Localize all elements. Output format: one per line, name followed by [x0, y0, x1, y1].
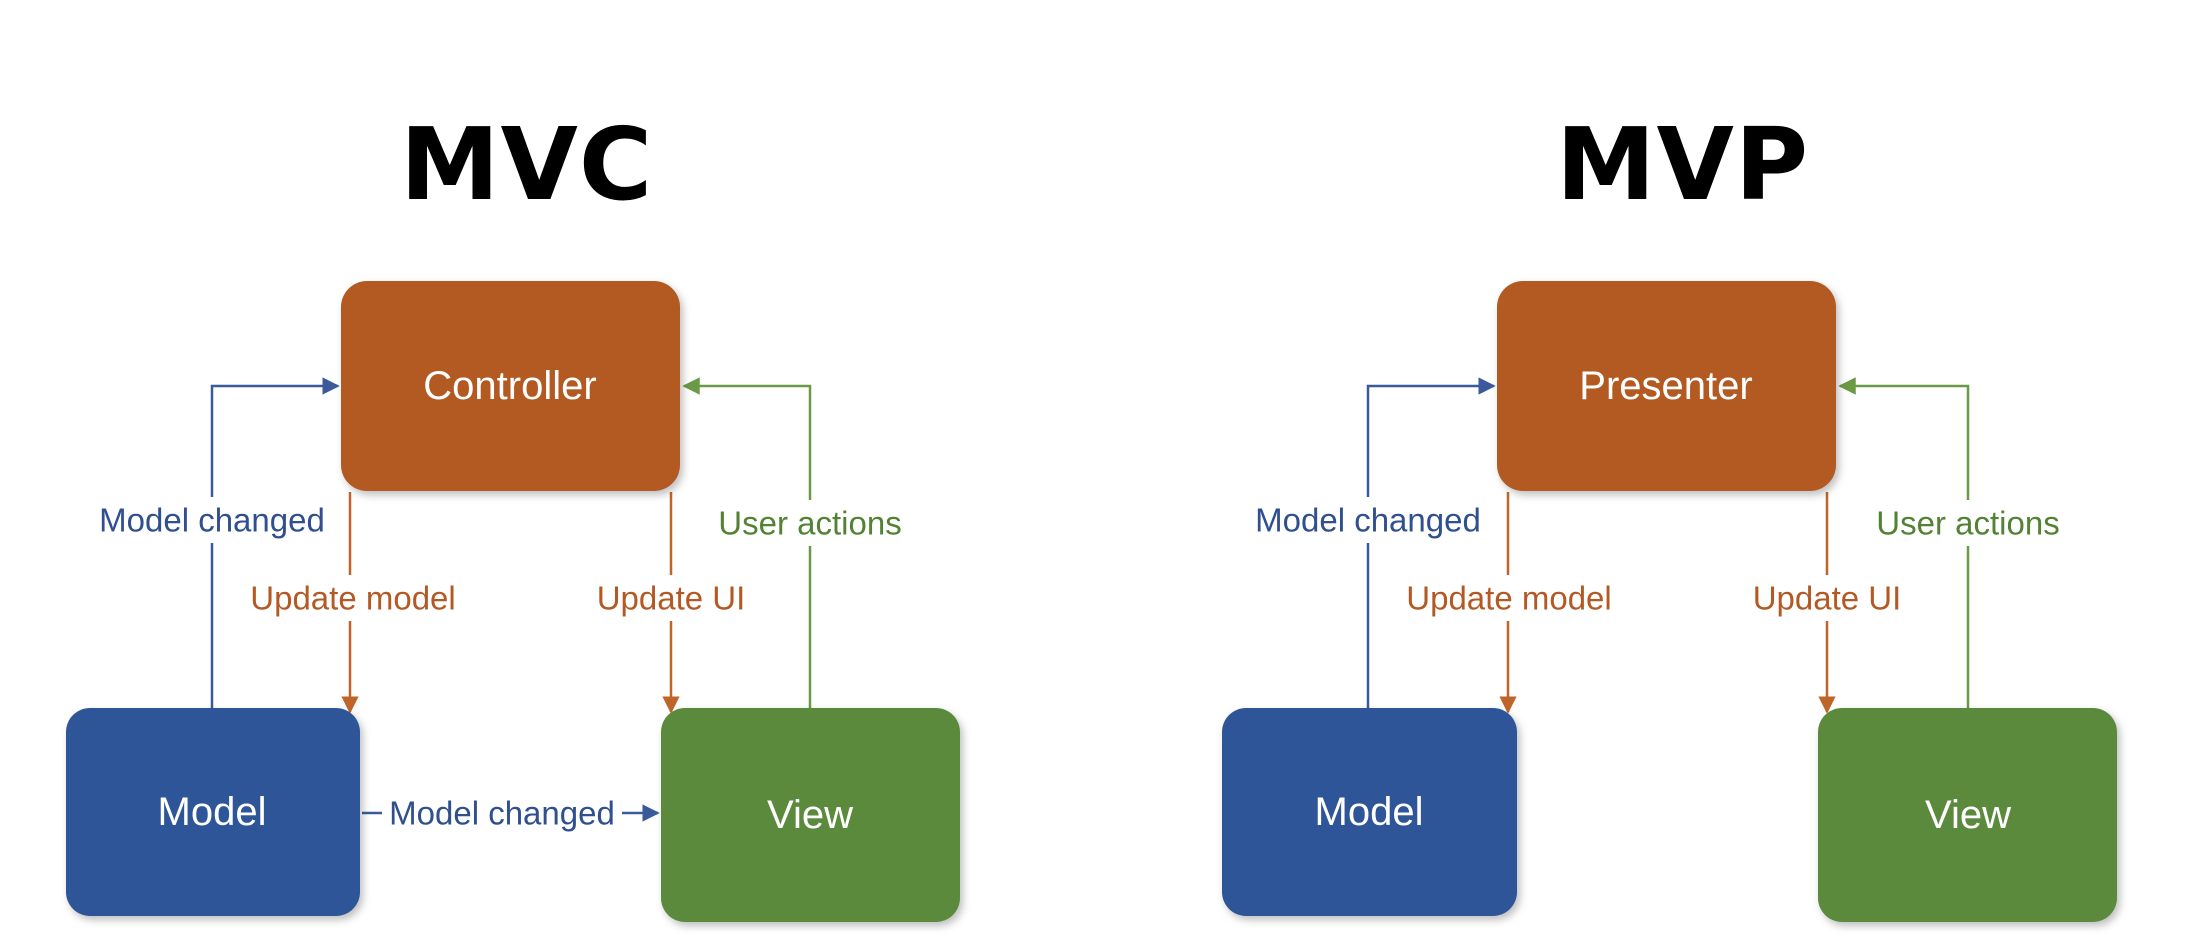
- mvp-presenter-label: Presenter: [1579, 364, 1752, 408]
- mvp-model-box: Model: [1222, 708, 1517, 916]
- mvp-view-label: View: [1925, 793, 2011, 837]
- mvc-edge-label-model-changed-up: Model changed: [99, 502, 325, 539]
- mvp-edge-label-update-model: Update model: [1406, 580, 1611, 617]
- mvc-model-box: Model: [66, 708, 360, 916]
- mvc-edge-label-user-actions: User actions: [718, 505, 901, 542]
- mvc-title: MVC: [400, 106, 654, 223]
- mvp-edge-label-model-changed-up: Model changed: [1255, 502, 1481, 539]
- mvc-view-box: View: [661, 708, 960, 922]
- mvp-edge-label-user-actions: User actions: [1876, 505, 2059, 542]
- mvc-edge-label-update-ui: Update UI: [597, 580, 746, 617]
- mvp-presenter-box: Presenter: [1497, 281, 1836, 491]
- mvc-diagram: Model changed Update model Update UI Use…: [66, 281, 960, 922]
- mvp-model-label: Model: [1315, 790, 1424, 834]
- mvp-model-to-presenter-arrow: [1366, 377, 1496, 708]
- mvc-controller-box: Controller: [341, 281, 680, 491]
- mvc-view-label: View: [767, 793, 853, 837]
- mvp-edge-label-update-ui: Update UI: [1753, 580, 1902, 617]
- mvc-edge-label-update-model: Update model: [250, 580, 455, 617]
- mvp-view-to-presenter-arrow: [1838, 377, 1970, 708]
- mvc-model-to-controller-arrow: [210, 377, 340, 708]
- mvc-view-to-controller-arrow: [682, 377, 812, 708]
- mvc-controller-label: Controller: [423, 364, 596, 408]
- mvp-title: MVP: [1556, 106, 1810, 223]
- mvc-edge-label-model-changed-view: Model changed: [389, 795, 615, 832]
- mvp-diagram: Model changed Update model Update UI Use…: [1222, 281, 2117, 922]
- mvc-model-label: Model: [158, 790, 267, 834]
- mvp-view-box: View: [1818, 708, 2117, 922]
